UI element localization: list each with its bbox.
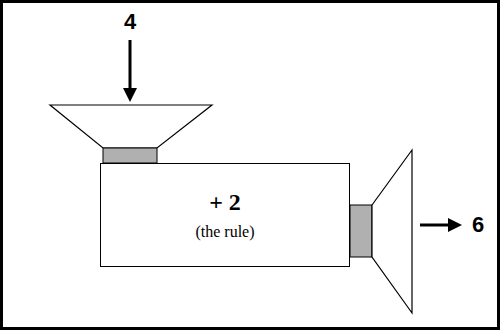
input-arrowhead [123,88,137,102]
input-number: 4 [124,11,136,33]
input-neck [103,148,157,163]
input-arrow-shaft [129,40,132,92]
input-funnel [50,105,212,148]
output-number: 6 [472,214,484,236]
output-funnel [372,150,412,313]
output-arrowhead [448,218,462,232]
output-arrow-shaft [420,224,452,227]
rule-caption: (the rule) [195,222,254,241]
output-neck [350,205,372,257]
rule-box: + 2 (the rule) [100,163,350,267]
rule-text: + 2 [209,189,241,217]
